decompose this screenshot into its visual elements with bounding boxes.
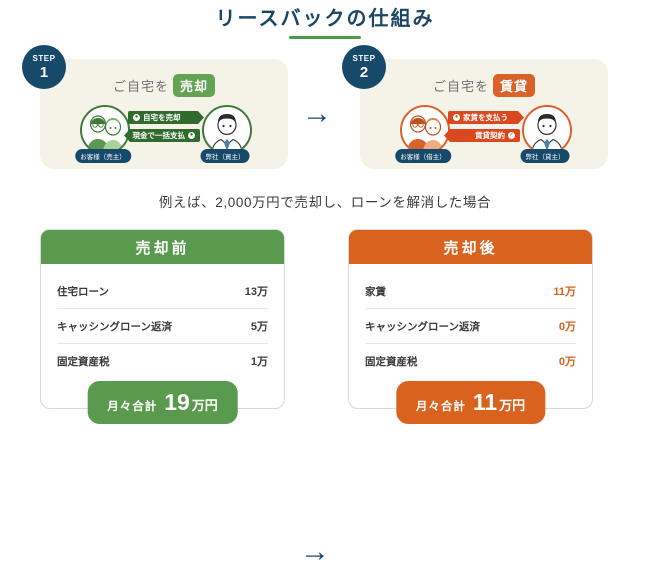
step-badge-number: 1 xyxy=(39,63,49,81)
total-number: 19 xyxy=(164,389,190,415)
row-label: キャッシングローン返済 xyxy=(57,320,172,333)
step-badge-2: STEP 2 xyxy=(342,45,386,89)
tenant-avatar-icon xyxy=(400,105,450,155)
table-row: キャッシングローン返済 0万 xyxy=(365,309,576,344)
step-2-tenant-label: お客様（借主） xyxy=(395,149,451,163)
step-2-flow-bottom: 賃貸契約 ✓ xyxy=(444,129,520,142)
after-sale-heading: 売却後 xyxy=(349,230,592,264)
step-1-heading-tag: 売却 xyxy=(173,74,216,97)
step-1-heading: ご自宅を売却 xyxy=(40,59,288,97)
total-number: 11 xyxy=(472,389,498,415)
step-2-heading: ご自宅を賃貸 xyxy=(360,59,608,97)
flow-marker-icon: ● xyxy=(188,132,195,139)
company-avatar-icon xyxy=(202,105,252,155)
after-sale-total: 月々合計 11 万円 xyxy=(395,381,546,424)
step-1-seller-label: お客様（売主） xyxy=(75,149,131,163)
check-marker-icon: ✓ xyxy=(508,132,515,139)
total-label: 月々合計 xyxy=(415,401,466,413)
total-unit: 万円 xyxy=(499,398,526,413)
step-1-flow-top: ● 自宅を売却 xyxy=(128,111,204,124)
step-1-actors: お客様（売主） ● 自宅を売却 現金で一括支払 ● 弊社（買主） xyxy=(40,105,288,167)
step-2-heading-tag: 賃貸 xyxy=(493,74,536,97)
step-panel-2: STEP 2 ご自宅を賃貸 xyxy=(342,45,608,169)
step-2-flow-bottom-label: 賃貸契約 xyxy=(475,131,505,140)
example-caption: 例えば、2,000万円で売却し、ローンを解消した場合 xyxy=(158,195,492,210)
row-label: 家賃 xyxy=(365,285,386,298)
row-label: 固定資産税 xyxy=(57,355,110,368)
row-value: 1万 xyxy=(250,356,268,368)
row-value: 11万 xyxy=(553,286,576,298)
table-row: 住宅ローン 13万 xyxy=(57,274,268,309)
row-value: 13万 xyxy=(244,286,268,298)
step-1-buyer-label: 弊社（買主） xyxy=(200,149,250,163)
step-badge-word: STEP xyxy=(352,53,376,63)
steps-arrow-icon: → xyxy=(302,97,332,130)
page-title-block: リースバックの仕組み xyxy=(0,0,650,39)
table-row: 固定資産税 1万 xyxy=(57,344,268,378)
step-2-heading-prefix: ご自宅を xyxy=(432,79,489,94)
step-badge-word: STEP xyxy=(32,53,56,63)
step-2-actors: お客様（借主） ● 家賃を支払う 賃貸契約 ✓ 弊社（貸主） xyxy=(360,105,608,167)
page-title: リースバックの仕組み xyxy=(215,8,435,30)
before-sale-card: 売却前 住宅ローン 13万 キャッシングローン返済 5万 固定資産税 1万 月々… xyxy=(40,229,285,424)
step-1-flow-top-label: 自宅を売却 xyxy=(143,113,181,122)
row-label: キャッシングローン返済 xyxy=(365,320,480,333)
table-row: キャッシングローン返済 5万 xyxy=(57,309,268,344)
title-underline xyxy=(289,36,361,39)
comparison-section: 売却前 住宅ローン 13万 キャッシングローン返済 5万 固定資産税 1万 月々… xyxy=(0,229,650,567)
step-2-flow-top-label: 家賃を支払う xyxy=(463,113,508,122)
after-sale-card: 売却後 家賃 11万 キャッシングローン返済 0万 固定資産税 0万 月々合計 … xyxy=(348,229,593,424)
step-1-flow-bottom-label: 現金で一括支払 xyxy=(132,131,186,140)
step-badge-number: 2 xyxy=(359,63,369,81)
row-label: 固定資産税 xyxy=(365,355,418,368)
before-sale-total: 月々合計 19 万円 xyxy=(87,381,238,424)
table-row: 固定資産税 0万 xyxy=(365,344,576,378)
flow-marker-icon: ● xyxy=(453,114,460,121)
total-unit: 万円 xyxy=(191,398,218,413)
step-2-landlord-label: 弊社（貸主） xyxy=(520,149,570,163)
before-sale-rows: 住宅ローン 13万 キャッシングローン返済 5万 固定資産税 1万 xyxy=(41,264,284,408)
step-1-heading-prefix: ご自宅を xyxy=(112,79,169,94)
step-1-flow-bottom: 現金で一括支払 ● xyxy=(124,129,200,142)
step-2-flow-top: ● 家賃を支払う xyxy=(448,111,524,124)
row-value: 5万 xyxy=(250,321,268,333)
before-sale-heading: 売却前 xyxy=(41,230,284,264)
step-badge-1: STEP 1 xyxy=(22,45,66,89)
step-panel-1: STEP 1 ご自宅を売却 xyxy=(22,45,288,169)
flow-marker-icon: ● xyxy=(133,114,140,121)
cards-arrow-icon: → xyxy=(300,535,330,568)
total-label: 月々合計 xyxy=(107,401,158,413)
after-sale-rows: 家賃 11万 キャッシングローン返済 0万 固定資産税 0万 xyxy=(349,264,592,408)
landlord-avatar-icon xyxy=(522,105,572,155)
steps-section: STEP 1 ご自宅を売却 xyxy=(0,45,650,177)
row-label: 住宅ローン xyxy=(57,285,109,298)
row-value: 0万 xyxy=(558,356,576,368)
row-value: 0万 xyxy=(558,321,576,333)
table-row: 家賃 11万 xyxy=(365,274,576,309)
customer-avatar-icon xyxy=(80,105,130,155)
